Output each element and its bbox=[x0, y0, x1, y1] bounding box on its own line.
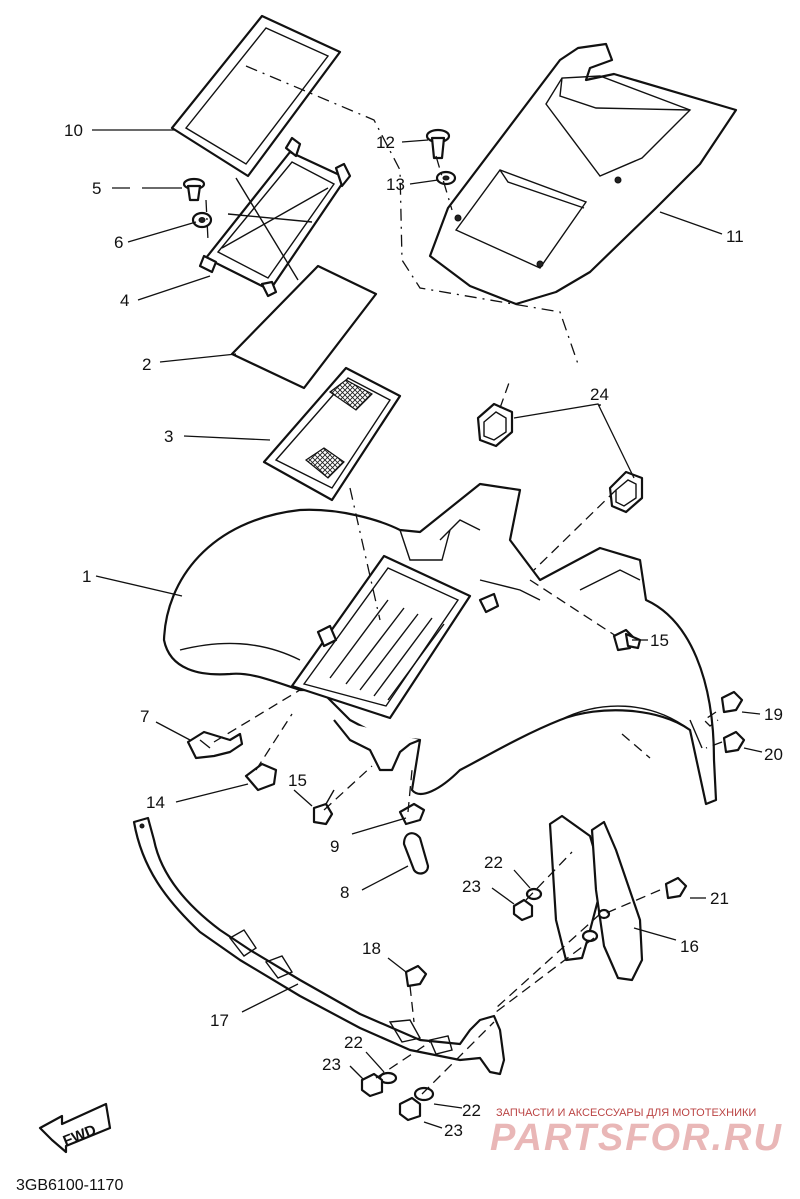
part-22-washer-right bbox=[525, 887, 543, 901]
part-23-nut-lower-right bbox=[398, 1096, 422, 1122]
part-9-clamp bbox=[398, 802, 426, 826]
callout-14: 14 bbox=[146, 793, 165, 812]
diagram-code: 3GB6100-1170 bbox=[16, 1177, 123, 1194]
callout-7: 7 bbox=[140, 707, 149, 726]
callout-2: 2 bbox=[142, 355, 151, 374]
part-22-washer-lower-right bbox=[413, 1086, 435, 1102]
part-24-grommet-upper bbox=[476, 402, 514, 448]
part-14-bracket bbox=[244, 762, 278, 792]
part-1-front-fender bbox=[162, 482, 718, 806]
part-20-screw bbox=[722, 730, 746, 754]
part-10-gasket bbox=[170, 14, 342, 178]
part-17-guard-bar bbox=[132, 816, 506, 1076]
part-5-screw bbox=[182, 177, 206, 202]
callout-18: 18 bbox=[362, 939, 381, 958]
fwd-direction-badge: FWD bbox=[38, 1102, 112, 1154]
part-23-nut-right bbox=[512, 898, 534, 922]
watermark-brand: PARTSFOR.RU bbox=[490, 1117, 783, 1159]
part-4-duct-frame bbox=[198, 136, 352, 298]
callout-8: 8 bbox=[340, 883, 349, 902]
part-8-tube bbox=[402, 832, 430, 875]
callout-22-lower-right: 22 bbox=[462, 1101, 481, 1120]
callout-22-right: 22 bbox=[484, 853, 503, 872]
callout-23-lower-left: 23 bbox=[322, 1055, 341, 1074]
callout-1: 1 bbox=[82, 567, 91, 586]
callout-23-right: 23 bbox=[462, 877, 481, 896]
watermark: ЗАПЧАСТИ И АКСЕССУАРЫ ДЛЯ МОТОТЕХНИКИ PA… bbox=[490, 1107, 783, 1159]
callout-12: 12 bbox=[376, 133, 395, 152]
part-24-grommet-lower bbox=[608, 470, 644, 514]
callout-24: 24 bbox=[590, 385, 609, 404]
callout-9: 9 bbox=[330, 837, 339, 856]
callout-23-lower-right: 23 bbox=[444, 1121, 463, 1140]
part-13-washer bbox=[435, 170, 457, 186]
callout-10: 10 bbox=[64, 121, 83, 140]
part-12-bolt bbox=[425, 128, 451, 160]
part-6-washer bbox=[191, 211, 213, 229]
part-11-front-cover bbox=[428, 42, 738, 306]
part-15-bolt-right bbox=[612, 628, 642, 652]
part-23-nut-lower-left bbox=[360, 1072, 384, 1098]
part-3-mesh-screen bbox=[262, 366, 402, 502]
callout-11: 11 bbox=[726, 227, 744, 246]
callout-17: 17 bbox=[210, 1011, 229, 1030]
callout-15-upper: 15 bbox=[650, 631, 669, 650]
callout-20: 20 bbox=[764, 745, 783, 764]
callout-6: 6 bbox=[114, 233, 123, 252]
callout-16: 16 bbox=[680, 937, 699, 956]
callout-22-lower-left: 22 bbox=[344, 1033, 363, 1052]
callout-labels: 10 5 6 4 2 3 1 12 13 11 24 15 19 20 7 14… bbox=[64, 121, 783, 1140]
callout-3: 3 bbox=[164, 427, 173, 446]
callout-5: 5 bbox=[92, 179, 101, 198]
callout-21: 21 bbox=[710, 889, 729, 908]
part-7-clip bbox=[186, 730, 244, 760]
callout-15-lower: 15 bbox=[288, 771, 307, 790]
leader-lines bbox=[92, 65, 763, 1129]
part-18-bolt bbox=[404, 964, 428, 988]
watermark-caption: ЗАПЧАСТИ И АКСЕССУАРЫ ДЛЯ МОТОТЕХНИКИ bbox=[496, 1107, 756, 1119]
part-21-screw bbox=[664, 876, 688, 900]
part-15-bolt-left bbox=[312, 789, 335, 826]
callout-13: 13 bbox=[386, 175, 405, 194]
part-2-filter-element bbox=[230, 264, 378, 390]
part-16-side-bracket bbox=[548, 814, 644, 982]
callout-19: 19 bbox=[764, 705, 783, 724]
part-19-screw bbox=[720, 690, 744, 714]
callout-4: 4 bbox=[120, 291, 129, 310]
